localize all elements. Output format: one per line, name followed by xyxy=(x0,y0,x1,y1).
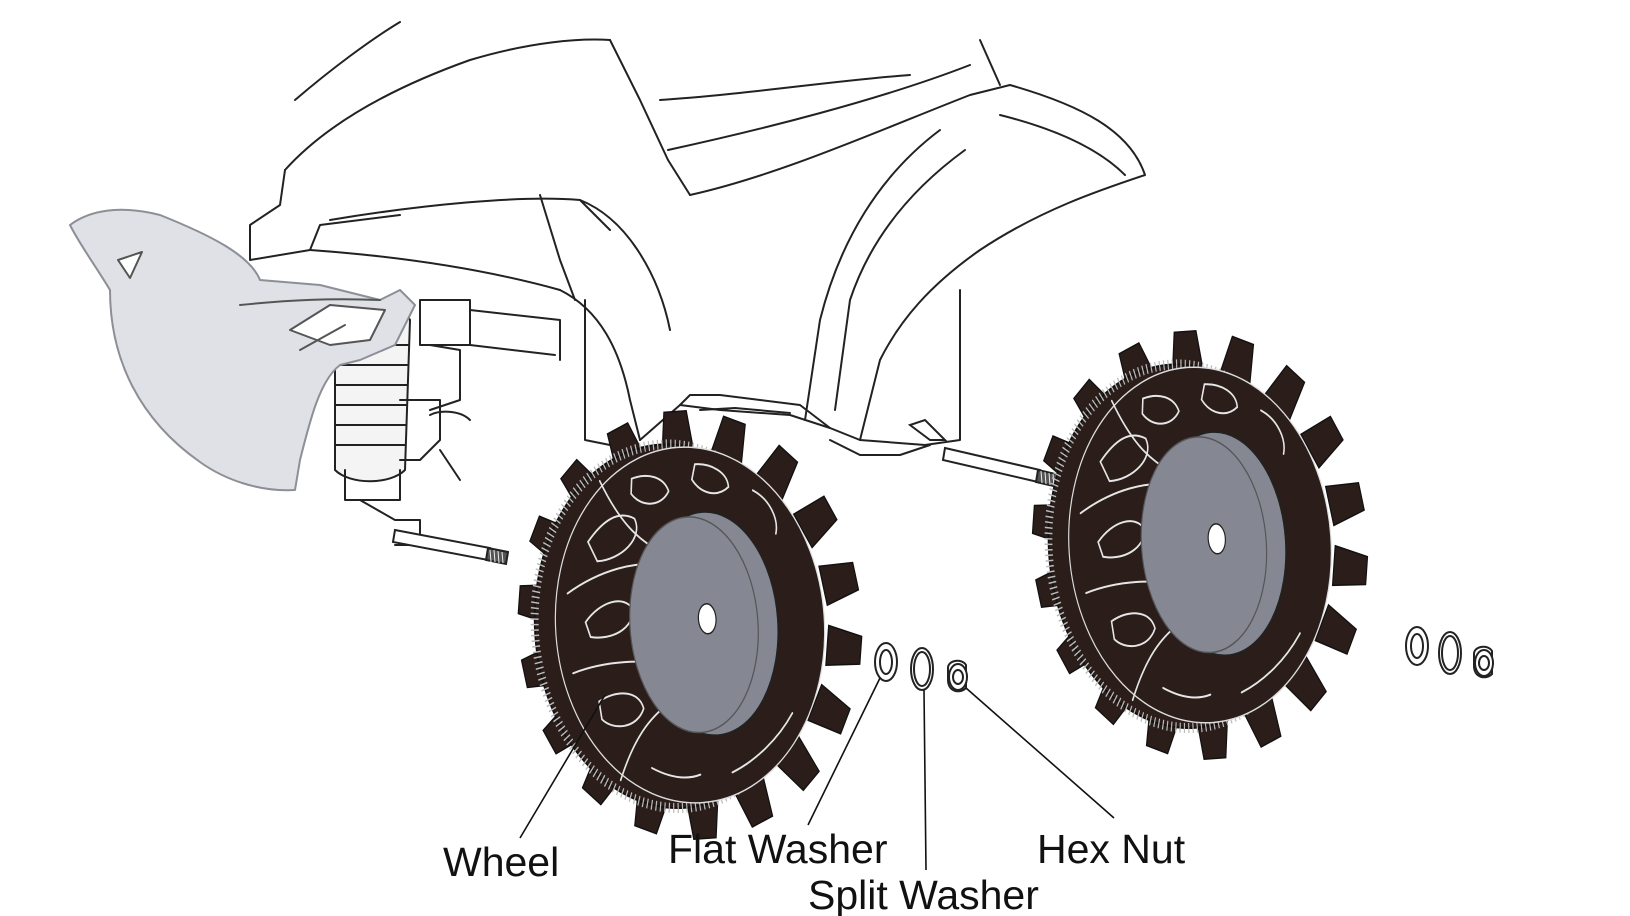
wheel-icon xyxy=(517,409,863,841)
flat-washer-icon xyxy=(874,642,898,682)
axle-icon xyxy=(907,418,1062,489)
hex-nut-icon xyxy=(947,659,968,693)
wheel-icon xyxy=(1031,329,1369,761)
hex-nut-label: Hex Nut xyxy=(1037,826,1186,872)
axle-icon xyxy=(391,528,510,566)
split-washer-leader-line xyxy=(923,689,927,871)
split-washer-icon xyxy=(910,647,934,691)
wheel-label: Wheel xyxy=(443,839,560,885)
flat-washer-label: Flat Washer xyxy=(668,826,888,872)
flat-washer-icon xyxy=(1405,626,1429,666)
hex-nut-icon xyxy=(1473,645,1494,679)
hex-nut-leader-line xyxy=(965,687,1115,819)
split-washer-label: Split Washer xyxy=(808,872,1039,916)
atv-body-outline-icon xyxy=(69,21,1146,546)
flat-washer-leader-line xyxy=(807,677,881,826)
wheel-leader-line xyxy=(519,694,606,839)
split-washer-icon xyxy=(1438,631,1462,675)
